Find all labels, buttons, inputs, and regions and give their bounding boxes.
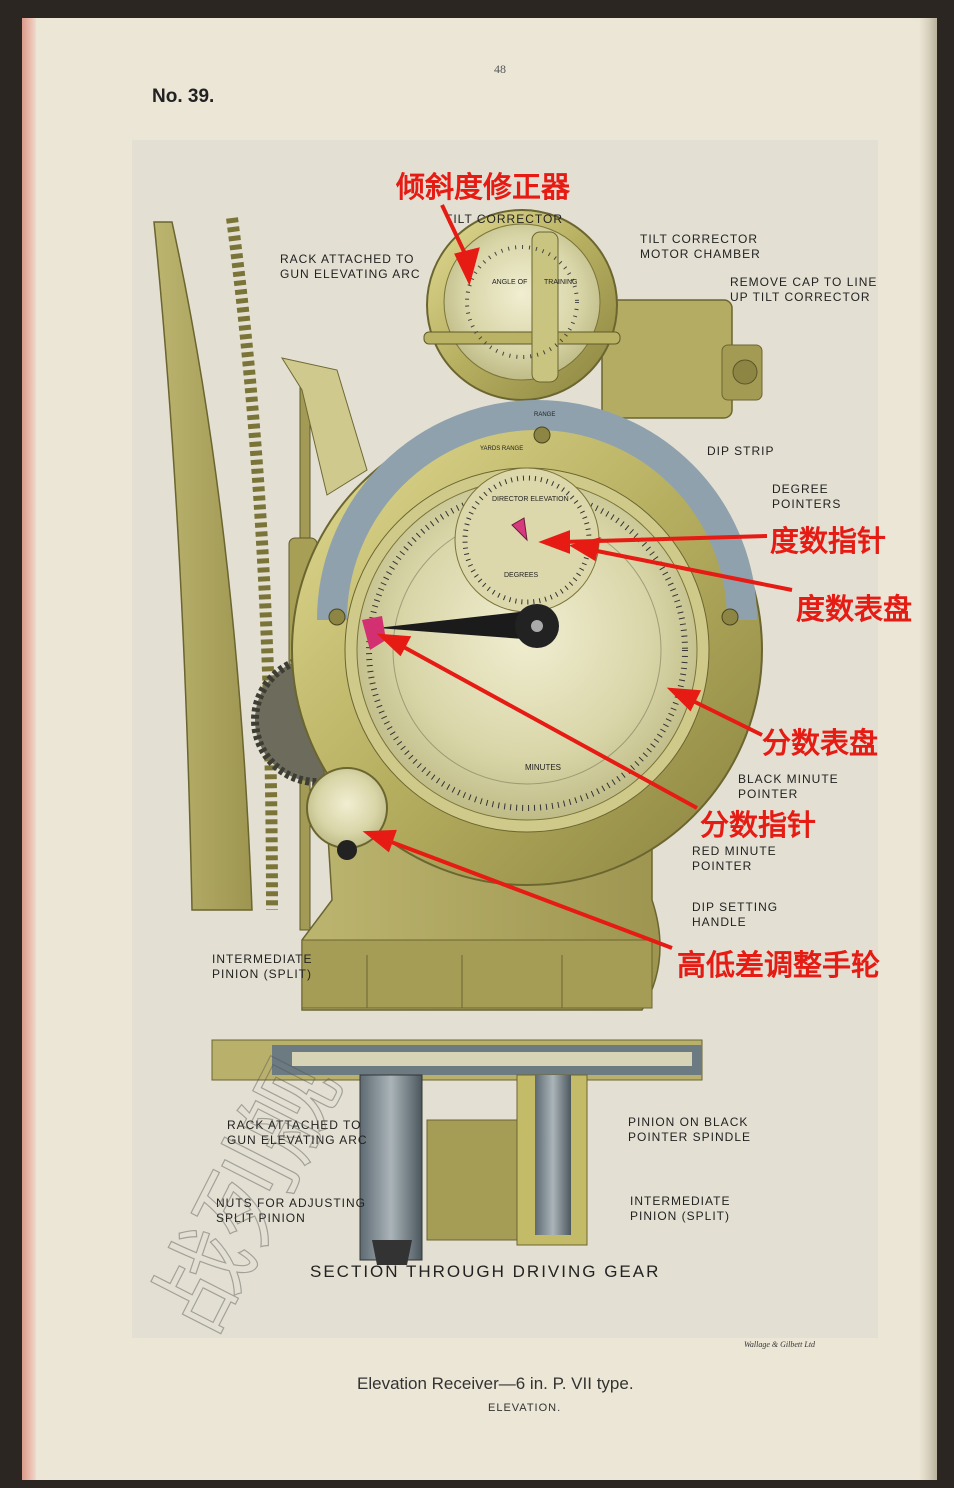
label-cn-minute-dial: 分数表盘 bbox=[762, 728, 879, 760]
page-gutter-shadow bbox=[919, 18, 937, 1480]
dial-text-minutes: MINUTES bbox=[525, 763, 561, 772]
black-minute-pointer bbox=[377, 604, 559, 648]
label-cn-degree-pointer: 度数指针 bbox=[770, 526, 887, 558]
plate-caption-subtitle: ELEVATION. bbox=[488, 1402, 562, 1414]
dial-text-training: TRAINING bbox=[544, 279, 578, 286]
section-title: SECTION THROUGH DRIVING GEAR bbox=[310, 1262, 661, 1281]
dip-setting-handwheel bbox=[306, 767, 388, 860]
red-minute-pointer bbox=[362, 616, 386, 650]
rack-arc bbox=[153, 217, 278, 911]
page-spine-edge bbox=[22, 18, 36, 1480]
plate-caption: Elevation Receiver—6 in. P. VII type. bbox=[357, 1374, 634, 1393]
dial-text-range: RANGE bbox=[534, 412, 556, 418]
label-tilt-corrector: TILT CORRECTOR bbox=[445, 212, 564, 226]
annotation-arrows bbox=[362, 204, 793, 950]
main-dial bbox=[291, 400, 763, 886]
plate-number: No. 39. bbox=[152, 86, 215, 107]
label-cn-minute-pointer: 分数指针 bbox=[700, 810, 817, 842]
degree-pointer bbox=[511, 517, 528, 542]
driving-gear-section bbox=[211, 1039, 703, 1265]
dial-text-yards-range: YARDS RANGE bbox=[480, 446, 524, 452]
dial-text-angle-of: ANGLE OF bbox=[492, 279, 528, 286]
page-number: 48 bbox=[494, 62, 506, 76]
printer-credit: Wallage & Gilbett Ltd bbox=[744, 1340, 816, 1349]
dial-text-degrees: DEGREES bbox=[504, 572, 539, 579]
label-cn-degree-dial: 度数表盘 bbox=[796, 594, 913, 626]
label-cn-tilt-corrector: 倾斜度修正器 bbox=[396, 172, 571, 204]
label-dip-strip: DIP STRIP bbox=[707, 444, 775, 458]
dial-text-director-elevation: DIRECTOR ELEVATION bbox=[492, 496, 569, 503]
book-page: 48 No. 39. bbox=[22, 18, 937, 1480]
label-cn-dip-handwheel: 高低差调整手轮 bbox=[677, 950, 881, 982]
